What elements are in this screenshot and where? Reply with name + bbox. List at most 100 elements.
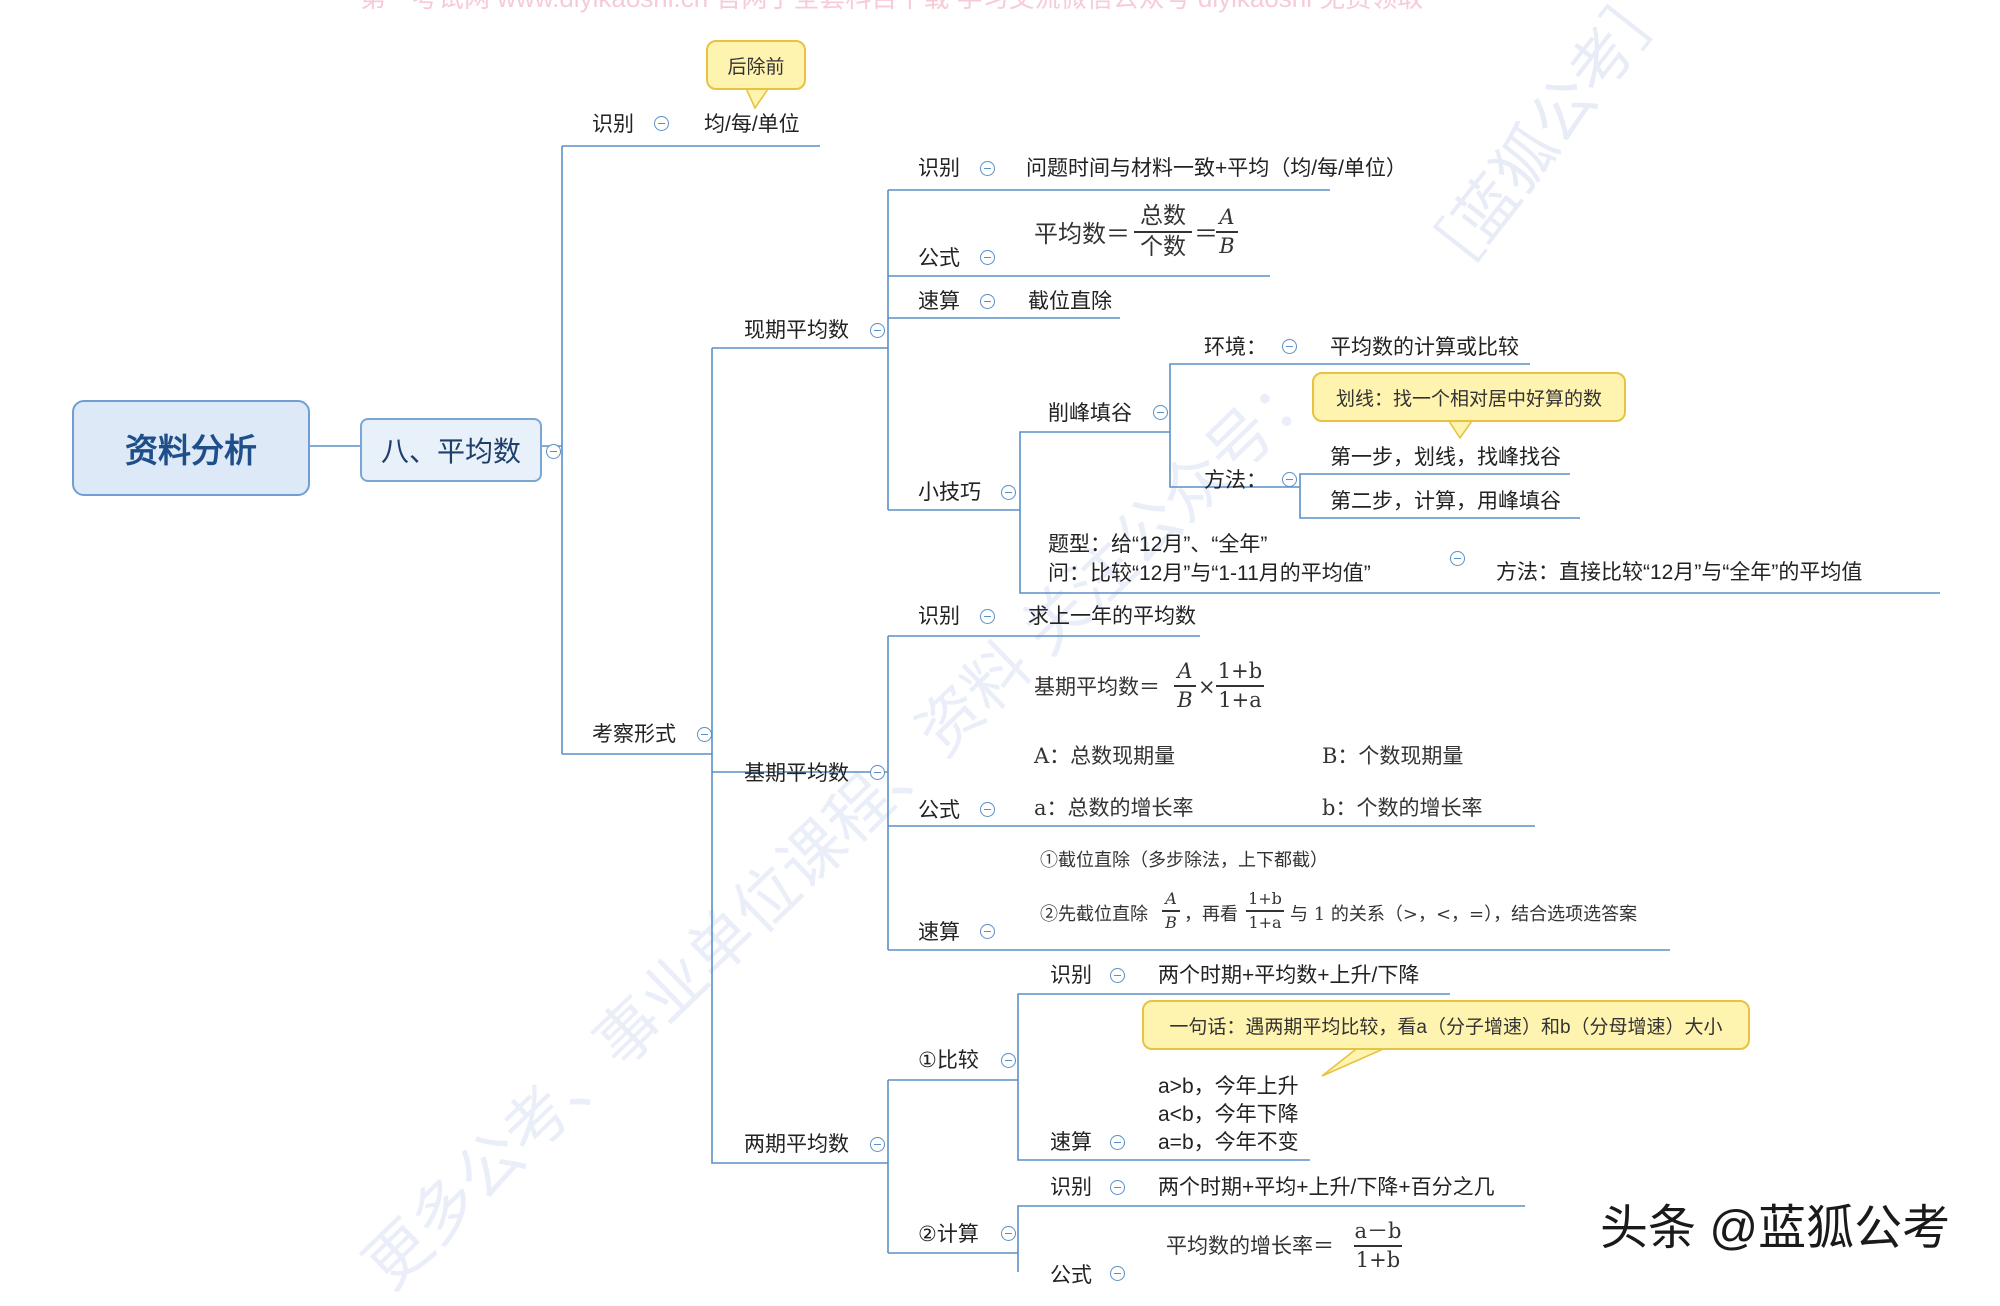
line-jisuan-subs (1017, 1205, 1525, 1272)
collapse-icon[interactable] (546, 444, 561, 459)
collapse-icon[interactable] (1001, 1053, 1016, 1068)
collapse-icon[interactable] (1282, 472, 1297, 487)
callout-huaxian: 划线：找一个相对居中好算的数 (1312, 372, 1626, 422)
xianqi-formula-eq: ＝ (1194, 220, 1218, 248)
huanjing-label[interactable]: 环境： (1204, 336, 1267, 359)
xianqi-shibie-text[interactable]: 问题时间与材料一致+平均（均/每/单位） (1026, 157, 1407, 180)
line-xianqi-subs (880, 189, 1330, 511)
jiqi-def-B: B：个数现期量 (1322, 744, 1464, 768)
collapse-icon[interactable] (654, 116, 669, 131)
collapse-icon[interactable] (980, 250, 995, 265)
top-shibie-label[interactable]: 识别 (592, 113, 634, 136)
fangfa-step1[interactable]: 第一步，划线，找峰找谷 (1330, 446, 1561, 469)
bijiao-result3[interactable]: a=b，今年不变 (1158, 1131, 1299, 1154)
jiqi-def-a: a：总数的增长率 (1034, 796, 1194, 820)
jisuan-label[interactable]: ②计算 (918, 1223, 979, 1246)
level1-node[interactable]: 八、平均数 (360, 418, 542, 482)
collapse-icon[interactable] (1001, 1226, 1016, 1241)
collapse-icon[interactable] (1110, 968, 1125, 983)
watermark-top: 第一考试网 www.diyikaoshi.cn 官网了全套科目下载 学习交流微信… (360, 0, 1423, 15)
xiaojiqiao-label[interactable]: 小技巧 (918, 481, 981, 504)
brand-watermark: 头条 @蓝狐公考 (1600, 1202, 1951, 1255)
collapse-icon[interactable] (1110, 1135, 1125, 1150)
jiqi-formula-left: 基期平均数＝ (1034, 675, 1160, 699)
xianqi-susuan-label[interactable]: 速算 (918, 290, 960, 313)
collapse-icon[interactable] (1450, 551, 1465, 566)
line-bijiao-subs (1017, 993, 1450, 1161)
tixing-fangfa[interactable]: 方法：直接比较“12月”与“全年”的平均值 (1496, 561, 1863, 584)
line-liangqi-subs (880, 1079, 1018, 1254)
callout-tail-top (744, 85, 771, 110)
xianqi-label[interactable]: 现期平均数 (744, 319, 849, 342)
callout-tail-xianqi (1446, 417, 1475, 440)
collapse-icon[interactable] (980, 802, 995, 817)
bijiao-result2[interactable]: a<b，今年下降 (1158, 1103, 1299, 1126)
line-xuefeng-subs (1169, 363, 1530, 488)
top-shibie-value[interactable]: 均/每/单位 (704, 113, 800, 136)
xuefeng-label[interactable]: 削峰填谷 (1048, 402, 1132, 425)
jisuan-shibie-text[interactable]: 两个时期+平均+上升/下降+百分之几 (1158, 1176, 1495, 1199)
collapse-icon[interactable] (1001, 485, 1016, 500)
bijiao-susuan-label[interactable]: 速算 (1050, 1131, 1092, 1154)
jiqi-susuan-step2-mid: ，再看 (1184, 904, 1238, 925)
connector-lines (306, 85, 1940, 1272)
collapse-icon[interactable] (980, 924, 995, 939)
collapse-icon[interactable] (697, 727, 712, 742)
collapse-icon[interactable] (870, 765, 885, 780)
collapse-icon[interactable] (870, 1137, 885, 1152)
jiqi-gongshi-label[interactable]: 公式 (918, 799, 960, 822)
kaocha-label[interactable]: 考察形式 (592, 723, 676, 746)
line-kaocha-types (711, 347, 880, 1164)
jisuan-formula-left: 平均数的增长率＝ (1166, 1234, 1334, 1258)
jiqi-formula-times: × (1198, 675, 1216, 699)
tixing-line1: 题型：给“12月”、“全年” (1048, 533, 1268, 556)
liangqi-label[interactable]: 两期平均数 (744, 1133, 849, 1156)
xianqi-gongshi-label[interactable]: 公式 (918, 247, 960, 270)
fangfa-step2[interactable]: 第二步，计算，用峰填谷 (1330, 490, 1561, 513)
huanjing-text[interactable]: 平均数的计算或比较 (1330, 336, 1519, 359)
bijiao-label[interactable]: ①比较 (918, 1049, 979, 1072)
xianqi-formula-left: 平均数＝ (1034, 220, 1130, 248)
collapse-icon[interactable] (870, 323, 885, 338)
collapse-icon[interactable] (980, 294, 995, 309)
collapse-icon[interactable] (1110, 1266, 1125, 1281)
root-node[interactable]: 资料分析 (72, 400, 310, 496)
xianqi-formula-fraction: 总数个数 (1134, 203, 1192, 261)
jisuan-shibie-label[interactable]: 识别 (1050, 1176, 1092, 1199)
jiqi-susuan-step2-post: 与 1 的关系（>，<，=），结合选项选答案 (1290, 904, 1638, 925)
line-xiaojiqiao-subs (1019, 431, 1940, 594)
callout-houchuqian: 后除前 (706, 40, 806, 90)
bijiao-shibie-text[interactable]: 两个时期+平均数+上升/下降 (1158, 964, 1420, 987)
line-fangfa-steps (1299, 473, 1580, 519)
bijiao-shibie-label[interactable]: 识别 (1050, 964, 1092, 987)
callout-yijuhua: 一句话：遇两期平均比较，看a（分子增速）和b（分母增速）大小 (1142, 1000, 1750, 1050)
jisuan-gongshi-label[interactable]: 公式 (1050, 1264, 1092, 1287)
bijiao-result1[interactable]: a>b，今年上升 (1158, 1075, 1299, 1098)
jiqi-label[interactable]: 基期平均数 (744, 762, 849, 785)
collapse-icon[interactable] (1110, 1180, 1125, 1195)
collapse-icon[interactable] (1282, 339, 1297, 354)
mind-map: 第一考试网 www.diyikaoshi.cn 官网了全套科目下载 学习交流微信… (72, 0, 1951, 1303)
collapse-icon[interactable] (1153, 405, 1168, 420)
xianqi-shibie-label[interactable]: 识别 (918, 157, 960, 180)
fangfa-label[interactable]: 方法： (1204, 469, 1267, 492)
collapse-icon[interactable] (980, 609, 995, 624)
jiqi-susuan-step2-pre: ②先截位直除 (1040, 904, 1148, 925)
jiqi-shibie-label[interactable]: 识别 (918, 605, 960, 628)
callout-tail-liangqi (1321, 1045, 1391, 1077)
jiqi-def-A: A：总数现期量 (1034, 744, 1176, 768)
jiqi-def-b: b：个数的增长率 (1322, 796, 1483, 820)
collapse-icon[interactable] (980, 161, 995, 176)
jiqi-shibie-text[interactable]: 求上一年的平均数 (1028, 605, 1196, 628)
jiqi-susuan-step1: ①截位直除（多步除法，上下都截） (1040, 850, 1328, 871)
xianqi-susuan-text[interactable]: 截位直除 (1028, 290, 1112, 313)
tixing-block[interactable]: 题型：给“12月”、“全年” 问：比较“12月”与“1-11月的平均值” (1048, 534, 1371, 592)
jiqi-susuan-label[interactable]: 速算 (918, 921, 960, 944)
tixing-line2: 问：比较“12月”与“1-11月的平均值” (1048, 562, 1371, 585)
